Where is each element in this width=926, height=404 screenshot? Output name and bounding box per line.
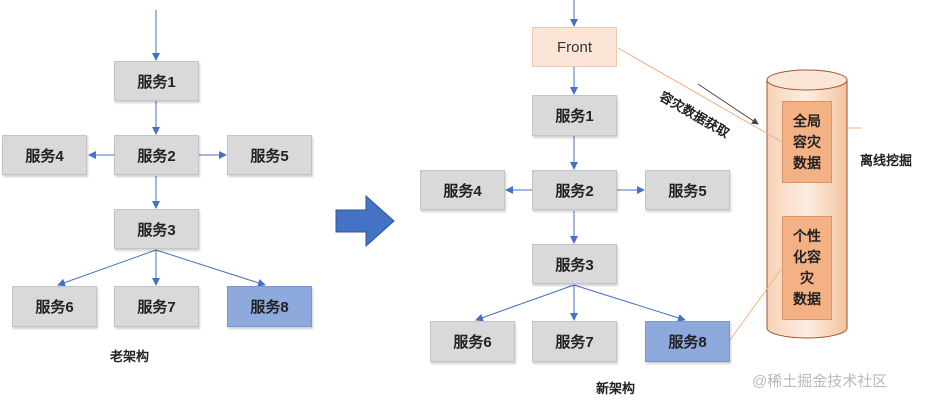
new-service-2: 服务2 [532,170,617,210]
new-service-5-label: 服务5 [668,182,707,200]
dr-fetch-arrow [697,83,759,125]
front-box: Front [532,27,617,67]
new-service-7: 服务7 [532,321,617,362]
old-service-6-label: 服务6 [35,299,74,316]
front-label: Front [556,38,592,56]
global-dr-data-box: 全局 容灾 数据 [782,101,832,183]
new-service-6: 服务6 [430,321,515,362]
new-service-3: 服务3 [532,244,617,284]
old-arch-arrows [57,10,266,287]
new-service-7-label: 服务7 [555,334,594,351]
old-service-8-label: 服务8 [250,299,289,316]
new-service-4: 服务4 [420,170,505,210]
watermark: @稀土掘金技术社区 [752,373,888,390]
global-dr-line-3: 数据 [793,154,821,171]
personal-dr-line-3: 灾 [800,270,814,286]
global-dr-line-2: 容灾 [793,133,821,150]
new-service-1-label: 服务1 [555,108,594,125]
new-service-1: 服务1 [532,95,617,136]
new-service-8-label: 服务8 [668,334,707,351]
global-dr-line-1: 全局 [793,112,821,129]
new-arch-arrows [475,0,686,322]
old-service-1-label: 服务1 [137,73,176,91]
old-service-1: 服务1 [114,61,199,101]
old-service-3-label: 服务3 [137,221,176,239]
old-service-2-label: 服务2 [137,147,176,165]
personal-dr-line-1: 个性 [793,228,821,244]
offline-mining-label: 离线挖掘 [860,153,913,168]
new-service-4-label: 服务4 [443,182,482,200]
new-service-6-label: 服务6 [453,334,492,351]
old-service-8: 服务8 [227,286,312,327]
new-service-8: 服务8 [645,321,730,362]
old-service-7: 服务7 [114,286,199,327]
new-service-5: 服务5 [645,170,730,210]
personal-dr-line-4: 数据 [793,291,821,307]
old-service-5: 服务5 [227,135,312,175]
old-service-4: 服务4 [2,135,87,175]
old-service-5-label: 服务5 [250,147,289,165]
transition-arrow-icon [335,194,395,248]
new-arch-caption: 新架构 [596,381,636,396]
old-arch-caption: 老架构 [110,349,150,364]
personal-dr-line-2: 化容 [793,249,821,265]
old-service-7-label: 服务7 [137,299,176,316]
new-service-3-label: 服务3 [555,256,594,274]
old-service-4-label: 服务4 [25,147,64,165]
storage-links [617,47,862,341]
new-service-2-label: 服务2 [555,182,594,200]
old-service-2: 服务2 [114,135,199,175]
personal-dr-data-box: 个性 化容 灾 数据 [782,216,832,320]
old-service-6: 服务6 [12,286,97,327]
old-service-3: 服务3 [114,209,199,249]
